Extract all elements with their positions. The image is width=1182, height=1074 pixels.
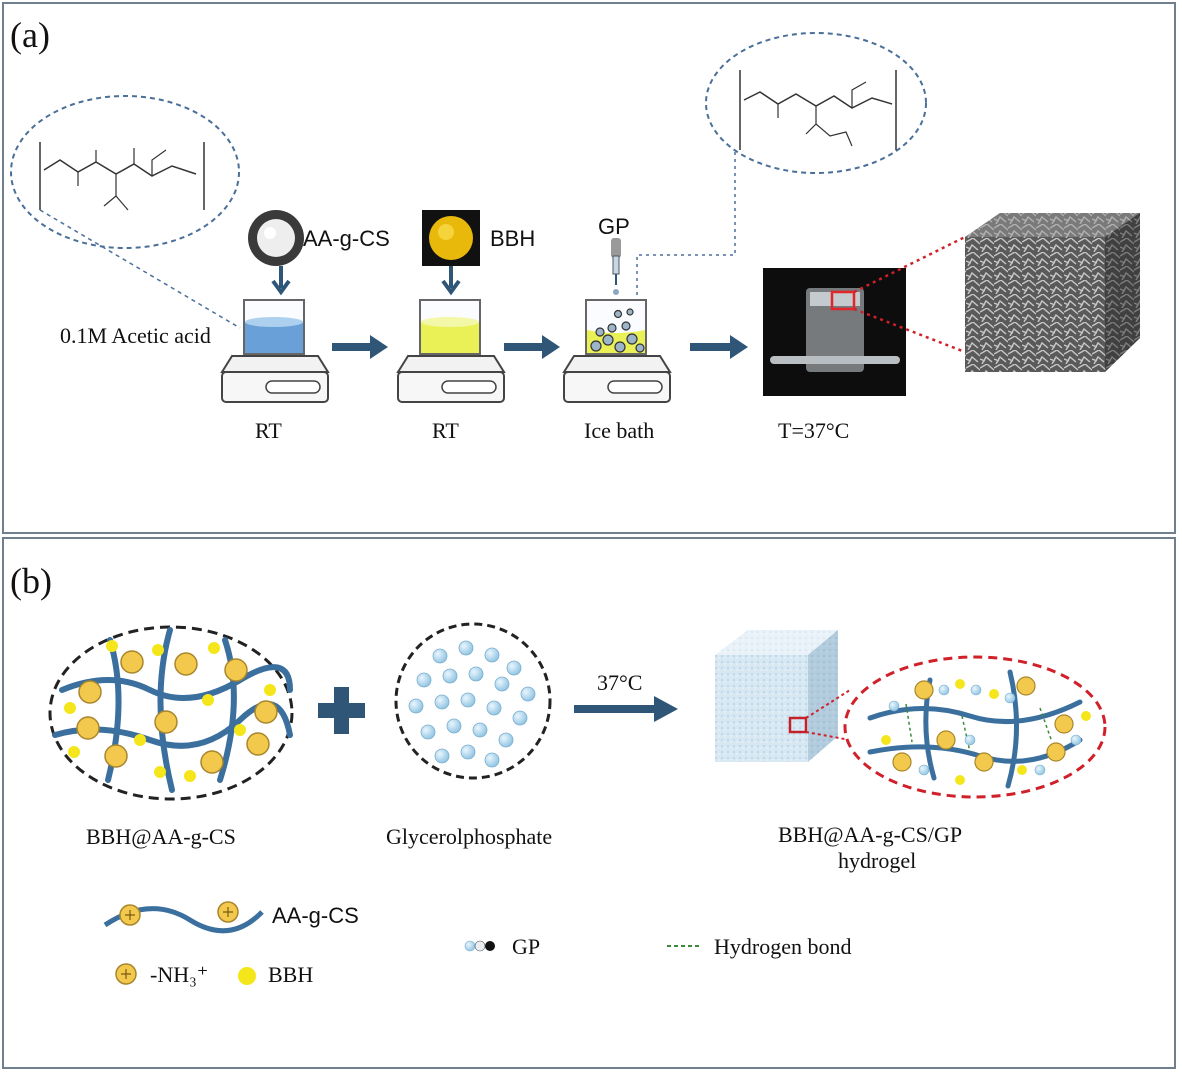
panel-a — [2, 2, 1176, 534]
panel-a-letter: (a) — [10, 15, 50, 55]
panel-b — [2, 537, 1176, 1069]
reagent-bbh-label: BBH — [490, 226, 536, 251]
caption-bbh-chitosan: BBH@AA-g-CS — [86, 824, 236, 849]
caption-glycerolphosphate: Glycerolphosphate — [386, 824, 553, 849]
reagent-gp-label: GP — [598, 214, 630, 239]
legend-bbh-label: BBH — [268, 962, 314, 987]
arrow-temperature-label: 37°C — [597, 670, 643, 695]
step-3-label: Ice bath — [584, 418, 655, 443]
legend-chain-label: AA-g-CS — [272, 903, 359, 928]
legend-gp-label: GP — [512, 934, 541, 959]
legend-nh3-label: -NH₃⁺ — [150, 962, 209, 987]
legend-hbond-label: Hydrogen bond — [714, 934, 852, 959]
step-2-label: RT — [432, 418, 459, 443]
acetic-acid-label: 0.1M Acetic acid — [60, 323, 211, 348]
step-4-label: T=37°C — [778, 418, 850, 443]
caption-hydrogel-line-2: hydrogel — [838, 848, 917, 873]
reagent-aa-g-cs-label: AA-g-CS — [303, 226, 390, 251]
panel-b-letter: (b) — [10, 561, 52, 601]
caption-hydrogel-line-1: BBH@AA-g-CS/GP — [778, 822, 963, 847]
step-1-label: RT — [255, 418, 282, 443]
